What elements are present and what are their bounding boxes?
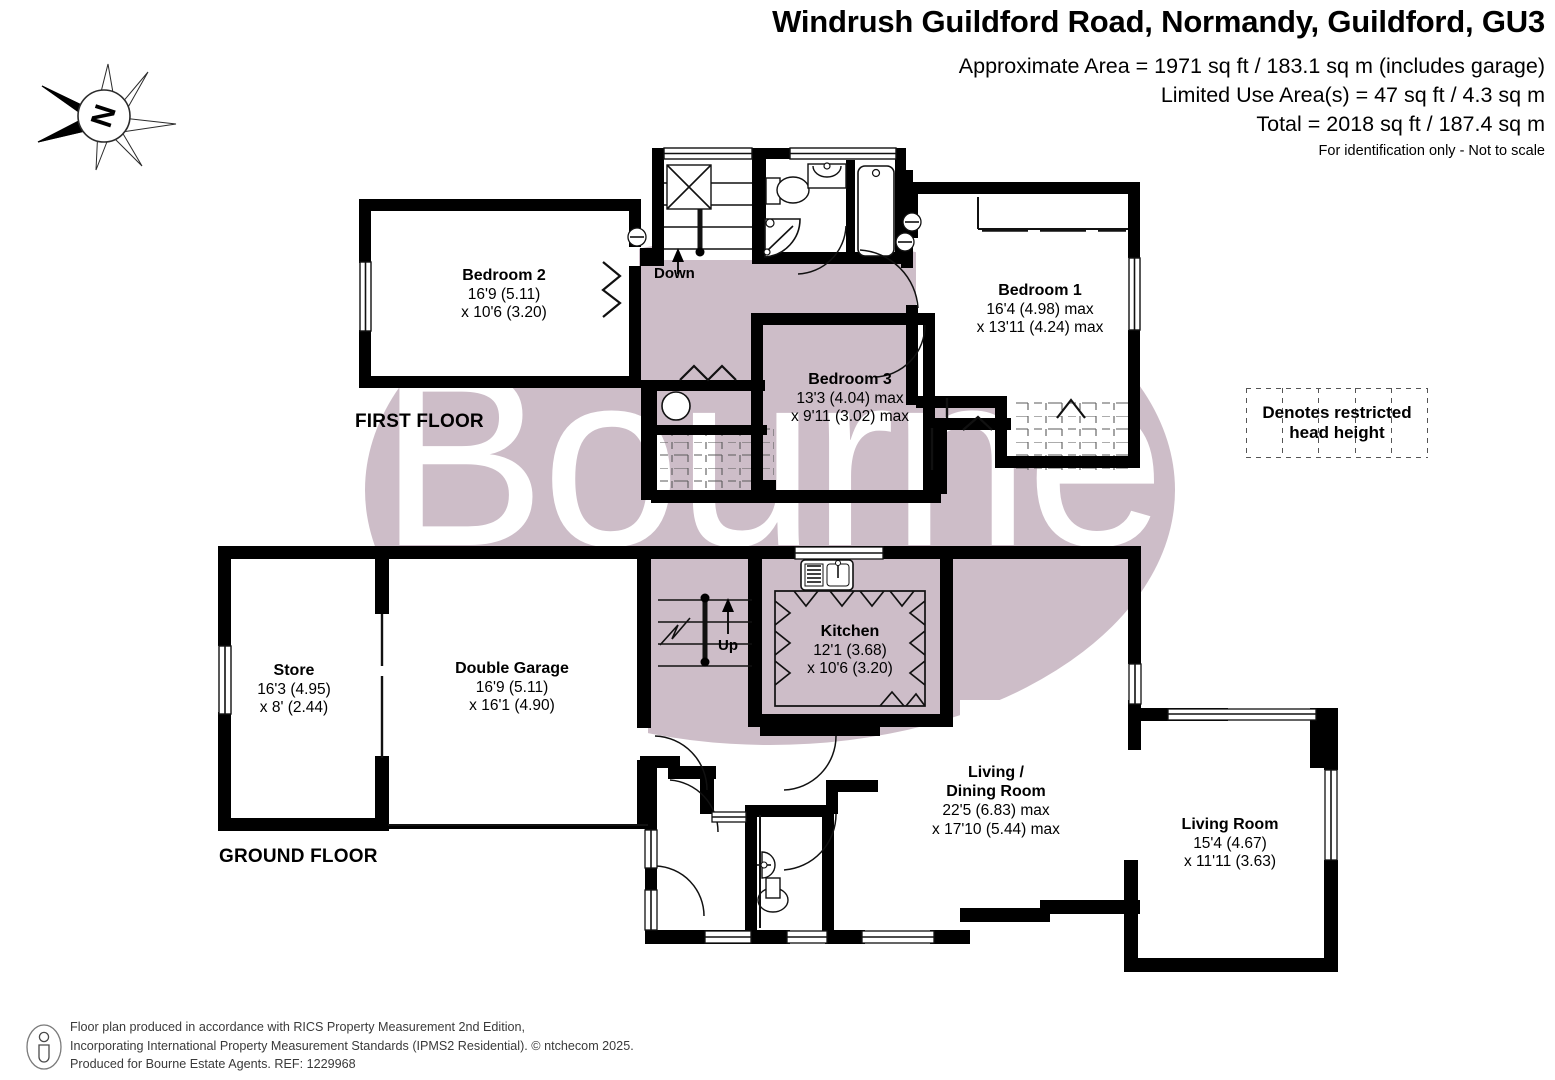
door-swing-side-entry bbox=[655, 865, 705, 917]
restricted-head-height-legend: Denotes restricted head height bbox=[1246, 388, 1428, 458]
room-dim-1: 13'3 (4.04) max bbox=[796, 389, 904, 407]
room-name-line-1: Living / bbox=[968, 764, 1024, 781]
eaves-lines-bedroom1-lower bbox=[962, 398, 1086, 431]
ground-floor-details bbox=[218, 546, 1338, 944]
eaves-lines-landing bbox=[601, 261, 622, 318]
room-label-bedroom-2: Bedroom 2 16'9 (5.11) x 10'6 (3.20) bbox=[414, 266, 594, 323]
staircase-up bbox=[658, 593, 752, 667]
window-front-3 bbox=[861, 930, 935, 944]
kitchen-sink bbox=[800, 559, 854, 591]
eaves-lines-bedroom3-left bbox=[679, 364, 737, 382]
scale-disclaimer-text: For identification only - Not to scale bbox=[1318, 143, 1545, 159]
person-icon bbox=[26, 1024, 62, 1070]
plan-footer: Floor plan produced in accordance with R… bbox=[18, 1018, 778, 1076]
door-symbol-hall bbox=[895, 232, 915, 252]
window-bedroom2 bbox=[359, 261, 372, 332]
window-living-dining-right bbox=[1128, 663, 1142, 705]
door-symbol-bedroom1-left bbox=[902, 212, 922, 232]
cylinder-symbol bbox=[661, 391, 691, 421]
room-label-living-room: Living Room 15'4 (4.67) x 11'11 (3.63) bbox=[1135, 815, 1325, 872]
room-dim-2: x 13'11 (4.24) max bbox=[976, 319, 1104, 337]
stair-direction-up: Up bbox=[718, 637, 738, 654]
room-label-living-dining-room: Living / Dining Room 22'5 (6.83) max x 1… bbox=[880, 764, 1112, 840]
approximate-area-text: Approximate Area = 1971 sq ft / 183.1 sq… bbox=[958, 54, 1545, 78]
room-dim-1: 16'9 (5.11) bbox=[475, 678, 549, 696]
room-dim-2: x 16'1 (4.90) bbox=[469, 697, 555, 715]
legend-line-1: Denotes restricted bbox=[1262, 403, 1412, 423]
room-dim-2: x 17'10 (5.44) max bbox=[932, 820, 1060, 838]
window-hall-door bbox=[711, 811, 747, 823]
room-name: Kitchen bbox=[820, 623, 880, 640]
room-name: Living Room bbox=[1181, 816, 1279, 833]
window-hall-left-lower bbox=[644, 889, 658, 931]
stair-direction-down: Down bbox=[654, 265, 695, 282]
door-swing-bathroom bbox=[797, 225, 847, 275]
room-name-line-2: Dining Room bbox=[946, 782, 1046, 800]
room-label-store: Store 16'3 (4.95) x 8' (2.44) bbox=[214, 661, 374, 718]
plan-header: Windrush Guildford Road, Normandy, Guild… bbox=[0, 0, 1555, 165]
room-name: Bedroom 2 bbox=[462, 267, 546, 284]
total-area-text: Total = 2018 sq ft / 187.4 sq m bbox=[1256, 112, 1545, 136]
room-dim-1: 15'4 (4.67) bbox=[1193, 834, 1267, 852]
staircase-down bbox=[664, 178, 752, 274]
limited-use-area-text: Limited Use Area(s) = 47 sq ft / 4.3 sq … bbox=[1160, 83, 1545, 107]
room-label-bedroom-1: Bedroom 1 16'4 (4.98) max x 13'11 (4.24)… bbox=[930, 281, 1150, 338]
room-dim-1: 16'9 (5.11) bbox=[467, 285, 541, 303]
basin-fixture-first-floor bbox=[807, 162, 847, 189]
ground-floor-plan bbox=[218, 546, 1350, 975]
page-title: Windrush Guildford Road, Normandy, Guild… bbox=[772, 4, 1545, 39]
room-label-bedroom-3: Bedroom 3 13'3 (4.04) max x 9'11 (3.02) … bbox=[745, 370, 955, 427]
door-swing-hall-front bbox=[669, 779, 719, 833]
footer-line-1: Floor plan produced in accordance with R… bbox=[70, 1020, 526, 1034]
window-hall-left-upper bbox=[644, 829, 658, 869]
basin-fixture-ground-floor bbox=[757, 851, 776, 879]
ground-floor-walls bbox=[218, 546, 1338, 972]
window-living-room-top bbox=[1167, 708, 1317, 721]
wc-fixture-first-floor bbox=[765, 176, 810, 205]
room-dim-2: x 10'6 (3.20) bbox=[461, 304, 547, 322]
compass-rose: N bbox=[30, 62, 180, 172]
door-swing-cloakroom bbox=[783, 813, 837, 871]
legend-line-2: head height bbox=[1289, 423, 1385, 442]
room-dim-1: 22'5 (6.83) max bbox=[942, 801, 1050, 819]
wardrobe-bedroom1 bbox=[977, 197, 1128, 230]
room-label-kitchen: Kitchen 12'1 (3.68) x 10'6 (3.20) bbox=[760, 622, 940, 679]
room-label-double-garage: Double Garage 16'9 (5.11) x 16'1 (4.90) bbox=[412, 659, 612, 716]
room-dim-2: x 8' (2.44) bbox=[259, 699, 329, 717]
room-dim-1: 12'1 (3.68) bbox=[813, 641, 887, 659]
floor-label-ground: GROUND FLOOR bbox=[219, 846, 378, 867]
room-dim-2: x 11'11 (3.63) bbox=[1184, 853, 1276, 871]
door-symbol-bedroom2-right bbox=[627, 227, 647, 247]
ground-floor-room-fills bbox=[230, 556, 1350, 975]
floor-label-first: FIRST FLOOR bbox=[355, 411, 484, 432]
room-dim-2: x 10'6 (3.20) bbox=[807, 660, 893, 678]
room-name: Store bbox=[273, 662, 315, 679]
room-dim-1: 16'4 (4.98) max bbox=[986, 300, 1094, 318]
door-swing-bedroom1 bbox=[859, 249, 919, 309]
loft-hatch bbox=[666, 164, 712, 210]
footer-line-3: Produced for Bourne Estate Agents. REF: … bbox=[70, 1057, 356, 1071]
svg-text:Bourne: Bourne bbox=[379, 319, 1161, 598]
room-dim-2: x 9'11 (3.02) max bbox=[790, 408, 910, 426]
door-swing-kitchen-hall bbox=[783, 735, 837, 791]
window-front-2 bbox=[786, 930, 828, 944]
room-name: Double Garage bbox=[455, 660, 569, 677]
wc-fixture-ground-floor bbox=[757, 877, 789, 913]
door-swing-garage-hall bbox=[654, 735, 708, 791]
room-name: Bedroom 1 bbox=[998, 282, 1082, 299]
window-front-1 bbox=[704, 930, 752, 944]
bath-fixture bbox=[857, 165, 895, 257]
room-name: Bedroom 3 bbox=[808, 371, 892, 388]
window-living-room-right bbox=[1324, 769, 1338, 861]
shower-cubicle-fixture bbox=[763, 218, 801, 258]
footer-line-2: Incorporating International Property Mea… bbox=[70, 1038, 634, 1053]
window-kitchen-top bbox=[794, 546, 884, 560]
room-dim-1: 16'3 (4.95) bbox=[257, 680, 331, 698]
